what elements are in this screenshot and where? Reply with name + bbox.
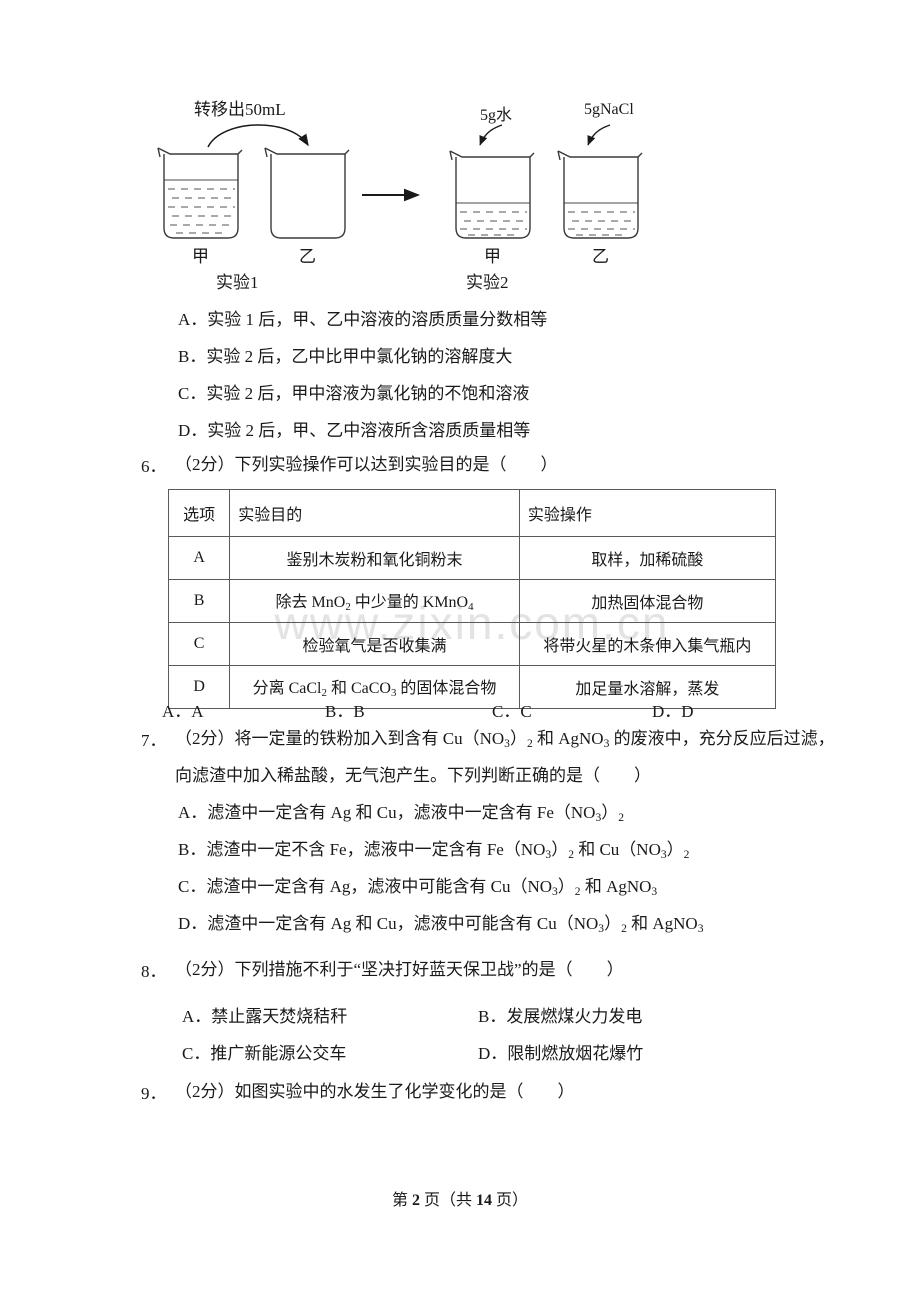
row-goal: 鉴别木炭粉和氧化铜粉末 [229,536,520,580]
row-option-letter: B [167,579,231,623]
row-option-letter: A [167,536,231,580]
q7-option-b[interactable]: B．滤渣中一定不含 Fe，滤液中一定含有 Fe（NO3）2 和 Cu（NO3）2 [178,840,690,862]
q6-answer-d[interactable]: D．D [652,702,694,721]
beaker-yi-exp2-liquid [564,202,638,236]
beaker-yi-exp1 [264,147,350,239]
beaker-jia-exp2-liquid [456,202,530,236]
q9-number: 9． [141,1084,167,1103]
footer-page-number: 2 [411,1192,420,1209]
label-5g-nacl: 5gNaCl [584,101,634,118]
beaker-label-yi-1: 乙 [299,247,316,266]
beaker-jia-exp1 [157,147,243,239]
water-add-arrow [479,124,503,146]
q9-stem: （2分）如图实验中的水发生了化学变化的是（ ） [175,1082,575,1101]
q7-stem-line-1: （2分）将一定量的铁粉加入到含有 Cu（NO3）2 和 AgNO3 的废液中，充… [175,729,835,751]
beaker-label-jia-2: 甲 [484,247,501,266]
q5-option-c[interactable]: C．实验 2 后，甲中溶液为氯化钠的不饱和溶液 [178,384,530,403]
q7-number: 7． [141,731,167,750]
q8-option-c[interactable]: C．推广新能源公交车 [182,1044,347,1063]
beaker-jia-exp1-liquid [164,179,238,234]
label-5g-water: 5g水 [480,107,513,124]
row-action: 加热固体混合物 [518,579,777,623]
row-goal: 检验氧气是否收集满 [229,622,520,666]
q7-option-c[interactable]: C．滤渣中一定含有 Ag，滤液中可能含有 Cu（NO3）2 和 AgNO3 [178,877,658,899]
beaker-label-jia-1: 甲 [192,247,209,266]
q7-option-d[interactable]: D．滤渣中一定含有 Ag 和 Cu，滤液中可能含有 Cu（NO3）2 和 AgN… [178,914,704,936]
row-action: 加足量水溶解，蒸发 [518,665,777,709]
q6-answer-b[interactable]: B．B [325,702,365,721]
label-transfer-50ml: 转移出50mL [194,100,286,119]
row-goal: 除去 MnO2 中少量的 KMnO4 [229,579,520,623]
footer-total-pages: 14 [476,1192,492,1209]
q8-option-b[interactable]: B．发展燃煤火力发电 [478,1007,643,1026]
transfer-arrow [207,124,309,148]
row-option-letter: C [167,622,231,666]
q5-option-d[interactable]: D．实验 2 后，甲、乙中溶液所含溶质质量相等 [178,421,531,440]
figure-caption-experiment-1: 实验1 [216,273,259,292]
table-row[interactable]: D 分离 CaCl2 和 CaCO3 的固体混合物 加足量水溶解，蒸发 [167,665,777,709]
q6-answer-c[interactable]: C．C [492,702,532,721]
table-row[interactable]: C 检验氧气是否收集满 将带火星的木条伸入集气瓶内 [167,622,777,666]
q8-option-d[interactable]: D．限制燃放烟花爆竹 [478,1044,644,1063]
beaker-jia-exp2 [449,150,535,239]
table-header-action: 实验操作 [518,489,777,537]
q6-answer-a[interactable]: A．A [162,702,204,721]
footer-suffix: 页） [496,1192,529,1209]
q7-stem-line-2: 向滤渣中加入稀盐酸，无气泡产生。下列判断正确的是（ ） [175,766,651,785]
q5-option-a[interactable]: A．实验 1 后，甲、乙中溶液的溶质质量分数相等 [178,310,548,329]
nacl-add-arrow [587,124,611,146]
q6-options-table: 选项 实验目的 实验操作 A 鉴别木炭粉和氧化铜粉末 取样，加稀硫酸 B 除去 … [167,489,777,709]
q7-option-a[interactable]: A．滤渣中一定含有 Ag 和 Cu，滤液中一定含有 Fe（NO3）2 [178,803,625,825]
row-goal: 分离 CaCl2 和 CaCO3 的固体混合物 [229,665,520,709]
page-footer: 第 2 页（共 14 页） [0,1186,920,1210]
table-header-goal: 实验目的 [229,489,520,537]
table-row[interactable]: A 鉴别木炭粉和氧化铜粉末 取样，加稀硫酸 [167,536,777,580]
q8-option-a[interactable]: A．禁止露天焚烧秸秆 [182,1007,348,1026]
beaker-yi-exp2 [557,150,643,239]
table-header-row: 选项 实验目的 实验操作 [167,489,777,537]
footer-prefix: 第 [391,1192,408,1209]
beaker-label-yi-2: 乙 [592,247,609,266]
figure-caption-experiment-2: 实验2 [466,273,509,292]
row-action: 取样，加稀硫酸 [518,536,777,580]
q8-stem: （2分）下列措施不利于“坚决打好蓝天保卫战”的是（ ） [175,960,624,979]
table-row[interactable]: B 除去 MnO2 中少量的 KMnO4 加热固体混合物 [167,579,777,623]
footer-middle: 页（共 [423,1192,472,1209]
experiment-figure: 转移出50mL 5g水 5gNaCl 甲 乙 甲 乙 [150,95,770,300]
q5-option-b[interactable]: B．实验 2 后，乙中比甲中氯化钠的溶解度大 [178,347,513,366]
q6-number: 6． [141,457,167,476]
q6-stem: （2分）下列实验操作可以达到实验目的是（ ） [175,455,558,474]
table-header-option: 选项 [167,489,231,537]
q8-number: 8． [141,962,167,981]
row-option-letter: D [167,665,231,709]
row-action: 将带火星的木条伸入集气瓶内 [518,622,777,666]
